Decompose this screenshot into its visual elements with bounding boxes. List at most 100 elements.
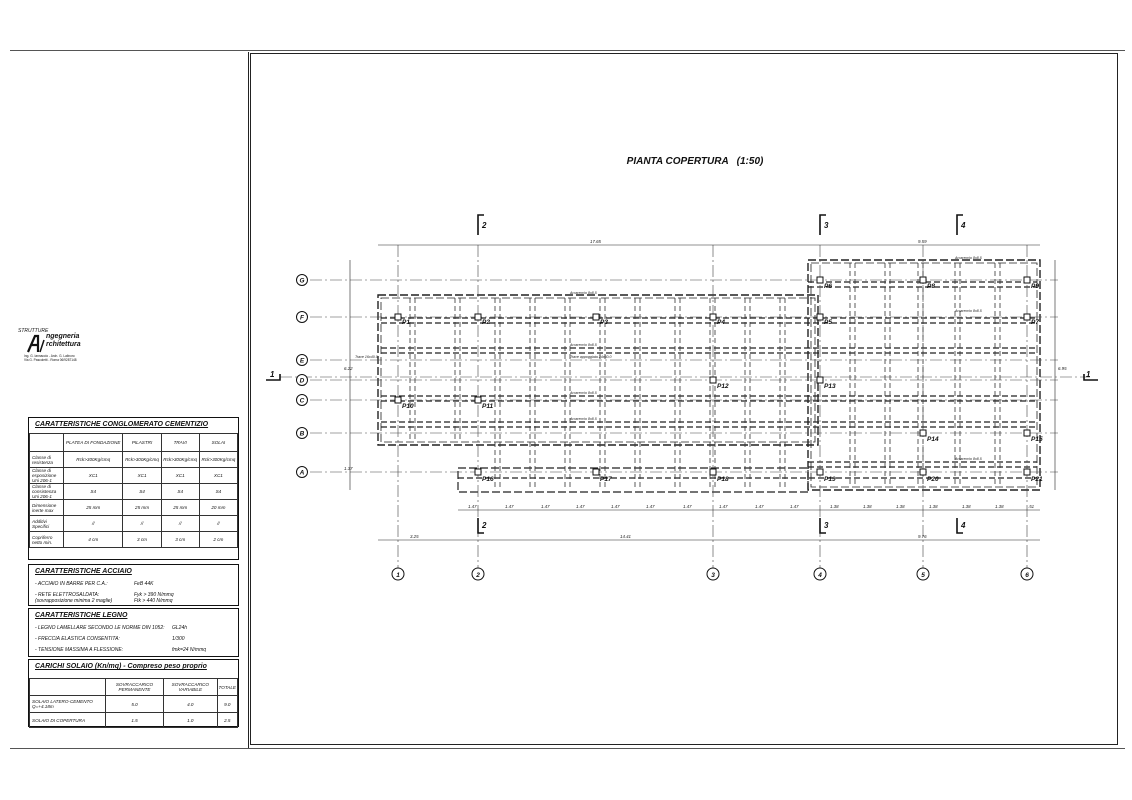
dim-label: 1.47 [611,504,620,509]
dim-label: 1.47 [755,504,764,509]
logo-name-line2: rchitettura [46,341,81,348]
pillar [816,276,824,284]
loads-row-label: SOLAIO DI COPERTURA [29,712,106,728]
concrete-row-label: Copriferro netto min. [29,531,64,548]
concrete-row-label: Classe di esposizione Uni 206-1 [29,467,64,484]
pillar-label: P3 [600,319,608,326]
dim-label: 6.22 [344,366,353,371]
floor-plan: P1 P2 P3 P4 P5 P6 P7 P8 P9 P10 P11 P12 P… [266,214,1098,581]
col-axis-bubble [471,567,485,581]
wood-table: CARATTERISTICHE LEGNO - LEGNO LAMELLARE … [28,608,239,657]
wood-line-label: - TENSIONE MASSIMA A FLESSIONE: [35,647,124,653]
dim-label: 9.76 [918,534,927,539]
pillar-label: P4 [717,319,725,326]
concrete-cell: 3 cm [122,531,162,548]
section-axis-label: 4 [960,521,966,530]
row-axis-label: G [299,278,304,285]
dim-label: 17.65 [590,239,602,244]
pillar-label: P8 [927,283,935,290]
section-cut-marker [956,214,963,235]
concrete-cell: S4 [122,483,162,500]
pillar-label: P6 [824,283,832,290]
concrete-cell: 25 mm [160,499,200,516]
section-cut-marker [1083,374,1098,381]
col-axis-label: 5 [921,572,925,579]
pillar-label: P1 [402,319,410,326]
col-axis-bubble [1020,567,1034,581]
steel-line2-sub: (sovrapposizione minima 2 maglie) [35,598,113,604]
concrete-cell: 4 cm [62,531,124,548]
concrete-cell: XC1 [122,467,162,484]
row-axis-bubble [296,394,308,406]
concrete-cell: Rck>300Kg/cmq [160,451,200,468]
beam-annotation: Arcareccio 8x8.5 [569,343,597,347]
beam-annotation: Arcareccio 8x8.5 [569,291,597,295]
beam-annotation: Arcareccio 8x8.5 [954,309,982,313]
drawing-title: PIANTA COPERTURA (1:50) [626,156,764,167]
concrete-cell: 25 mm [62,499,124,516]
dim-label: 1.47 [468,504,477,509]
dim-label: 1.47 [576,504,585,509]
pillar [919,276,927,284]
section-marker-label: 1 [1086,370,1091,379]
steel-title: CARATTERISTICHE ACCIAIO [35,568,132,575]
beam-annotation: Arcareccio 8x8.5 [954,256,982,260]
concrete-cell: XC1 [160,467,200,484]
loads-cell: 1.0 [163,712,218,728]
pillar-label: P2 [482,319,490,326]
dim-label: 14.41 [620,534,632,539]
right-block-outline-inner [810,262,1038,488]
pillar-label: P18 [717,476,729,483]
concrete-header: PLATEA DI FONDAZIONE [62,433,124,452]
steel-line2-label: - RETE ELETTROSALDATA: [35,592,100,598]
wood-line-label: - LEGNO LAMELLARE SECONDO LE NORME DIN 1… [35,625,165,631]
section-cut-marker [477,518,484,534]
loads-cell: 9.0 [216,695,239,713]
dim-label: 1.47 [505,504,514,509]
pillar-label: P7 [1031,319,1039,326]
loads-corner [29,678,106,696]
dim-label: 1.38 [929,504,938,509]
concrete-cell: S4 [62,483,124,500]
loads-title: CARICHI SOLAIO (Kn/mq) - Compreso peso p… [35,663,207,670]
pillar-label: P14 [927,436,939,443]
dim-label: 1.47 [719,504,728,509]
pillar-label: P21 [1031,476,1043,483]
dim-label: 1.38 [995,504,1004,509]
section-cut-marker [819,214,826,235]
logo-name-line1: ngegneria [46,333,80,340]
loads-cell: 2.5 [216,712,239,728]
row-axis-label: B [300,431,305,438]
steel-line1-label: - ACCIAIO IN BARRE PER C.A.: [35,581,108,587]
pillar-label: P20 [927,476,939,483]
row-axis-bubble [296,354,308,366]
concrete-table: CARATTERISTICHE CONGLOMERATO CEMENTIZIO … [28,417,239,560]
section-axis-label: 3 [824,221,829,230]
concrete-header: PILASTRI [122,433,162,452]
section-cut-marker [477,214,484,235]
concrete-cell: Rck>300Kg/cmq [62,451,124,468]
logo-block: STRUTTURE ngegneria rchitettura Ing. G. … [18,328,118,368]
row-axis-label: D [300,378,305,385]
left-block-outline-inner [380,297,816,443]
concrete-row-label: Classe di consistenza Uni 206-1 [29,483,64,500]
beam-annotation: Arcareccio 8x8.5 [569,391,597,395]
pillar [709,313,717,321]
pillar [816,313,824,321]
wood-line-value: 1/300 [172,636,185,642]
pillar [394,313,402,321]
concrete-cell: S4 [198,483,239,500]
concrete-header: TRAVI [160,433,200,452]
col-axis-label: 1 [396,572,400,579]
dim-label: 1.47 [790,504,799,509]
concrete-cell: Rck>300Kg/cmq [198,451,239,468]
row-axis-bubble [296,466,308,478]
pillar [474,468,482,476]
dim-label: 1.47 [683,504,692,509]
section-cut-marker [956,518,963,534]
left-block-outline [377,294,819,446]
pillar [394,396,402,404]
pillar [474,396,482,404]
dim-label: 1.38 [863,504,872,509]
loads-cell: 4.0 [163,695,218,713]
